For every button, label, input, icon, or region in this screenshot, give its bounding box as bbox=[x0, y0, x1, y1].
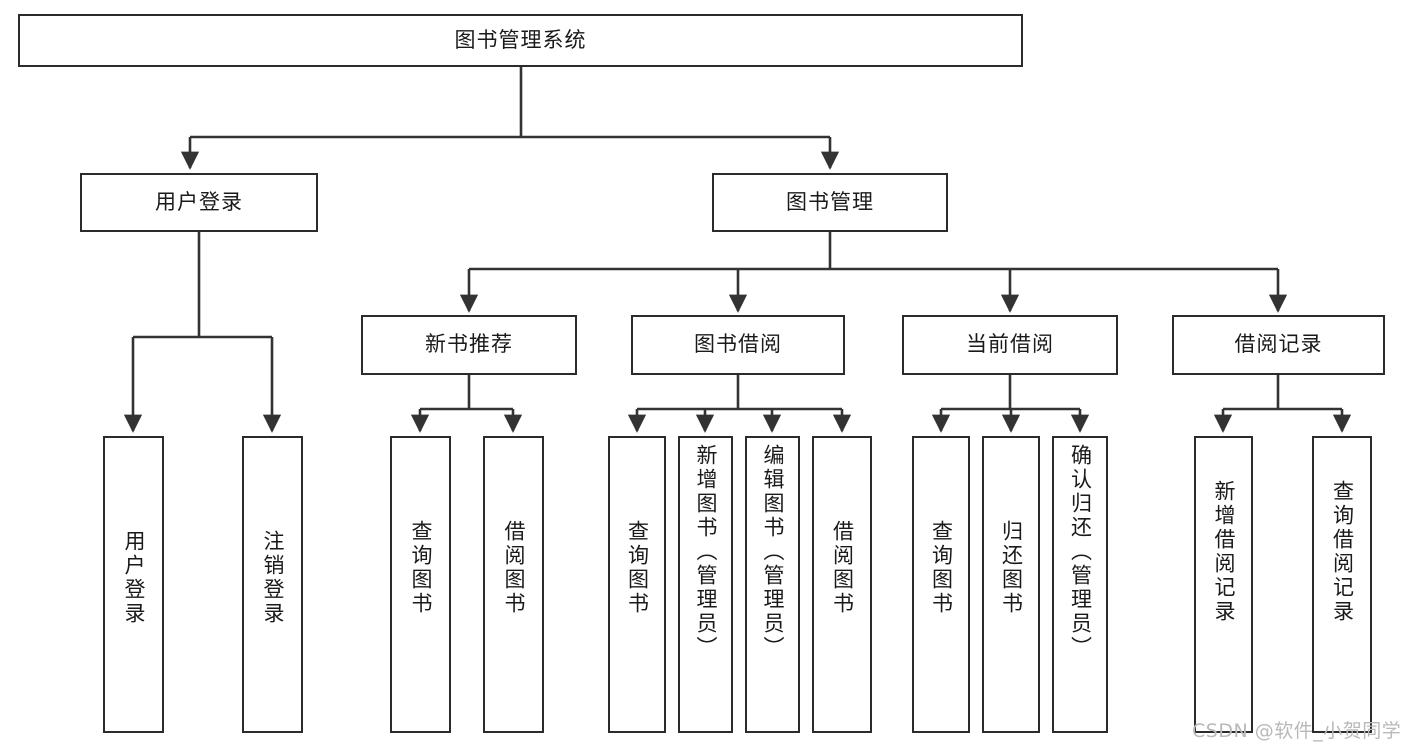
node-book-borrow-label: 图书借阅 bbox=[694, 332, 782, 357]
leaf-confirm-return-admin-label: 确认归还（管理员） bbox=[1068, 444, 1093, 660]
leaf-query-borrow-record-label: 查询借阅记录 bbox=[1330, 480, 1355, 624]
leaf-query-book-current-label: 查询图书 bbox=[929, 520, 954, 616]
node-book-management[interactable]: 图书管理 bbox=[712, 173, 948, 232]
node-current-borrow[interactable]: 当前借阅 bbox=[902, 315, 1118, 375]
leaf-logout[interactable]: 注销登录 bbox=[242, 436, 303, 733]
leaf-add-borrow-record[interactable]: 新增借阅记录 bbox=[1194, 436, 1253, 733]
leaf-return-book[interactable]: 归还图书 bbox=[982, 436, 1040, 733]
leaf-user-login[interactable]: 用户登录 bbox=[103, 436, 164, 733]
node-book-borrow[interactable]: 图书借阅 bbox=[631, 315, 845, 375]
leaf-borrow-book-borrow[interactable]: 借阅图书 bbox=[812, 436, 872, 733]
leaf-logout-label: 注销登录 bbox=[260, 530, 285, 626]
leaf-edit-book-admin[interactable]: 编辑图书（管理员） bbox=[745, 436, 800, 733]
node-user-login[interactable]: 用户登录 bbox=[80, 173, 318, 232]
leaf-query-borrow-record[interactable]: 查询借阅记录 bbox=[1312, 436, 1372, 733]
leaf-add-book-admin[interactable]: 新增图书（管理员） bbox=[678, 436, 733, 733]
leaf-edit-book-admin-label: 编辑图书（管理员） bbox=[760, 444, 785, 660]
leaf-query-book-borrow[interactable]: 查询图书 bbox=[608, 436, 666, 733]
node-new-book-recommend-label: 新书推荐 bbox=[425, 332, 513, 357]
leaf-confirm-return-admin[interactable]: 确认归还（管理员） bbox=[1052, 436, 1108, 733]
leaf-query-book-newbook[interactable]: 查询图书 bbox=[390, 436, 451, 733]
csdn-watermark: CSDN @软件_小贺同学 bbox=[1192, 720, 1402, 742]
node-user-login-label: 用户登录 bbox=[155, 189, 243, 214]
leaf-return-book-label: 归还图书 bbox=[999, 520, 1024, 616]
node-new-book-recommend[interactable]: 新书推荐 bbox=[361, 315, 577, 375]
node-current-borrow-label: 当前借阅 bbox=[966, 332, 1054, 357]
leaf-query-book-current[interactable]: 查询图书 bbox=[912, 436, 970, 733]
node-book-management-label: 图书管理 bbox=[786, 189, 874, 214]
node-borrow-records-label: 借阅记录 bbox=[1234, 332, 1323, 357]
leaf-borrow-book-newbook[interactable]: 借阅图书 bbox=[483, 436, 544, 733]
node-borrow-records[interactable]: 借阅记录 bbox=[1172, 315, 1385, 375]
leaf-add-book-admin-label: 新增图书（管理员） bbox=[693, 444, 718, 660]
node-root[interactable]: 图书管理系统 bbox=[18, 14, 1023, 67]
node-root-label: 图书管理系统 bbox=[454, 27, 587, 52]
leaf-add-borrow-record-label: 新增借阅记录 bbox=[1211, 480, 1236, 624]
leaf-borrow-book-borrow-label: 借阅图书 bbox=[830, 520, 855, 616]
leaf-query-book-newbook-label: 查询图书 bbox=[408, 520, 433, 616]
leaf-query-book-borrow-label: 查询图书 bbox=[625, 520, 650, 616]
leaf-user-login-label: 用户登录 bbox=[121, 530, 146, 626]
leaf-borrow-book-newbook-label: 借阅图书 bbox=[501, 520, 526, 616]
